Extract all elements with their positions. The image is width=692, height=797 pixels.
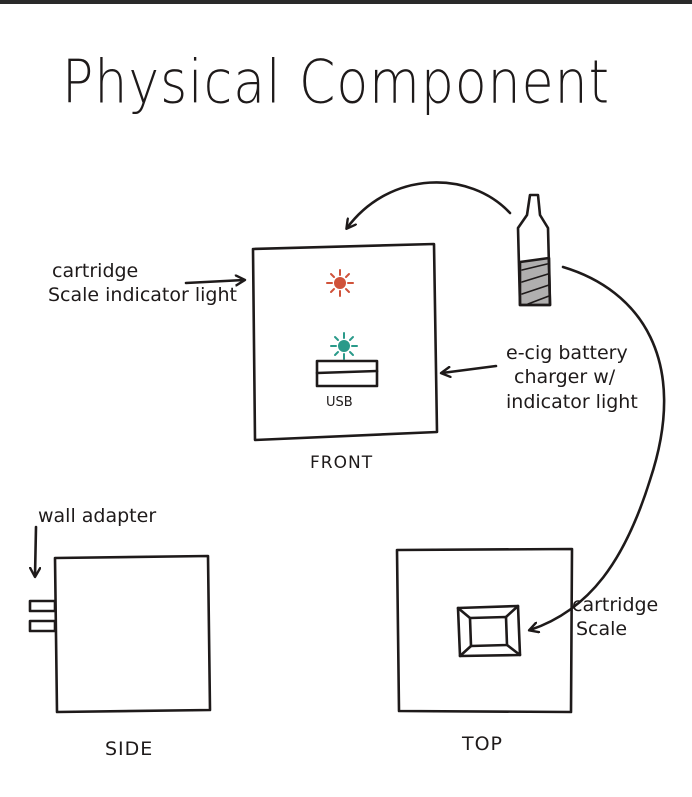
cartridge-light-arrow [184,280,244,283]
top-label: TOP [462,733,504,755]
side-label: SIDE [105,738,154,760]
ecig-cartridge-icon [516,193,552,307]
scale-indicator-light-icon [326,269,354,297]
charger-indicator-light-icon [330,332,358,360]
cartridge-light-label-line2: Scale indicator light [48,284,237,306]
charger-label-line1: e-cig battery [506,342,628,364]
charger-label-line2: charger w/ [514,366,616,388]
scale-label-line2: Scale [576,618,628,640]
charger-arrow [442,364,498,373]
wall-adapter-label: wall adapter [38,505,157,527]
scale-label-line1: cartridge [572,594,659,616]
side-box [28,554,212,714]
scale-arrow [530,265,666,630]
insert-arrow [347,181,512,228]
page-title: Physical Component [62,48,610,118]
top-box [395,547,574,714]
cartridge-light-label-line1: cartridge [52,260,139,282]
front-box [251,242,439,442]
front-label: FRONT [310,453,374,473]
usb-label: USB [326,395,353,410]
usb-port [315,359,379,388]
top-border [0,0,692,4]
charger-label-line3: indicator light [506,391,638,413]
adapter-arrow [35,525,36,576]
cartridge-scale-icon [456,604,522,658]
